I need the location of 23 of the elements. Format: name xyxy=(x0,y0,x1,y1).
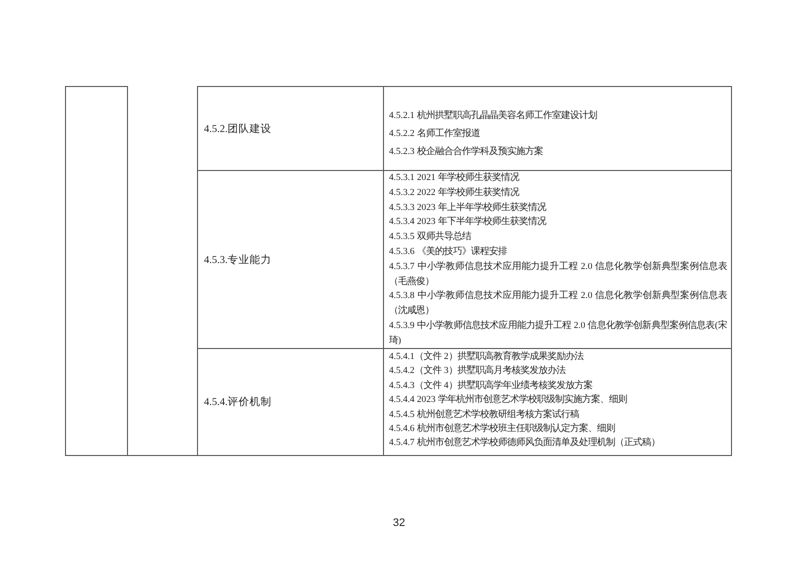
list-item: 4.5.3.8 中小学教师信息技术应用能力提升工程 2.0 信息化教学创新典型案例信息表（沈咸恩） xyxy=(389,289,727,318)
row-heading: 4.5.3.专业能力 xyxy=(204,253,272,266)
row-heading: 4.5.4.评价机制 xyxy=(204,395,272,409)
page-number: 32 xyxy=(392,517,406,529)
list-item: 4.5.2.2 名师工作室报道 xyxy=(389,127,481,141)
list-item: 4.5.3.1 2021 年学校师生获奖情况 xyxy=(389,171,520,185)
list-item: 4.5.2.1 杭州拱墅职高孔晶晶美容名师工作室建设计划 xyxy=(389,109,598,123)
list-item: 4.5.3.5 双师共导总结 xyxy=(389,230,472,244)
list-item: 4.5.3.7 中小学教师信息技术应用能力提升工程 2.0 信息化教学创新典型案例信息表（毛燕俊） xyxy=(389,260,727,289)
list-item: 4.5.4.3（文件 4）拱墅职高学年业绩考核奖发放方案 xyxy=(389,379,594,393)
list-item: 4.5.3.6 《美的技巧》课程安排 xyxy=(389,245,508,259)
list-item: 4.5.4.6 杭州市创意艺术学校班主任职级制认定方案、细则 xyxy=(389,422,616,436)
list-item: 4.5.4.2（文件 3）拱墅职高月考核奖发放办法 xyxy=(389,364,567,378)
list-item: 4.5.3.3 2023 年上半年学校师生获奖情况 xyxy=(389,201,548,215)
list-item: 4.5.4.7 杭州市创意艺术学校师德师风负面清单及处理机制（正式稿） xyxy=(389,436,661,450)
list-item: 4.5.3.9 中小学教师信息技术应用能力提升工程 2.0 信息化教学创新典型案例信息表(宋琦) xyxy=(389,319,727,348)
list-item: 4.5.3.2 2022 年学校师生获奖情况 xyxy=(389,186,520,200)
list-item: 4.5.3.4 2023 年下半年学校师生获奖情况 xyxy=(389,215,548,230)
list-item: 4.5.4.1（文件 2）拱墅职高教育教学成果奖励办法 xyxy=(389,350,585,364)
row-heading: 4.5.2.团队建设 xyxy=(204,122,272,136)
list-item: 4.5.4.5 杭州创意艺术学校教研组考核方案试行稿 xyxy=(389,408,580,422)
list-item: 4.5.2.3 校企融合合作学科及预实施方案 xyxy=(389,145,544,159)
list-item: 4.5.4.4 2023 学年杭州市创意艺术学校职级制实施方案、细则 xyxy=(389,393,628,408)
